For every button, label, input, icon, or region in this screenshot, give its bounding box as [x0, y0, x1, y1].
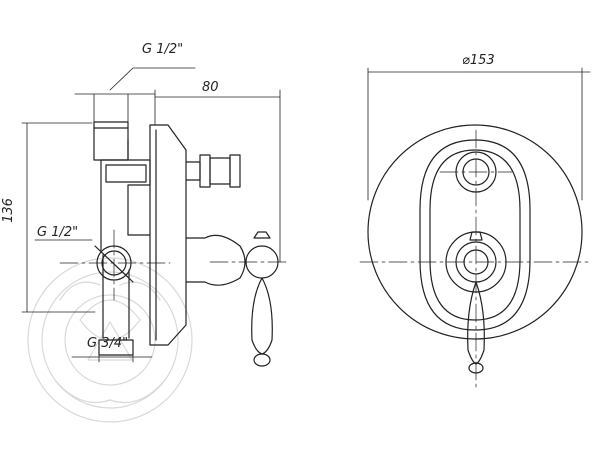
width-label: 80 — [202, 80, 219, 95]
front-lever — [469, 231, 483, 241]
upper-spindle — [185, 154, 241, 188]
lower-spindle — [185, 231, 279, 367]
height-label: 136 — [0, 198, 16, 223]
center-lines — [59, 129, 591, 391]
cover-plate — [149, 124, 187, 346]
thread-top-label: G 1/2" — [142, 42, 184, 57]
diameter-label: ⌀153 — [462, 53, 495, 68]
dimension-lines — [21, 67, 591, 363]
thread-left-label: G 1/2" — [37, 225, 79, 240]
thread-bottom-label: G 3/4" — [87, 336, 129, 351]
side-view — [93, 121, 279, 367]
front-oval-inner — [429, 149, 521, 321]
valve-body — [100, 159, 151, 251]
front-oval-outer — [419, 139, 531, 331]
front-view — [367, 124, 583, 374]
front-plate — [367, 124, 583, 340]
